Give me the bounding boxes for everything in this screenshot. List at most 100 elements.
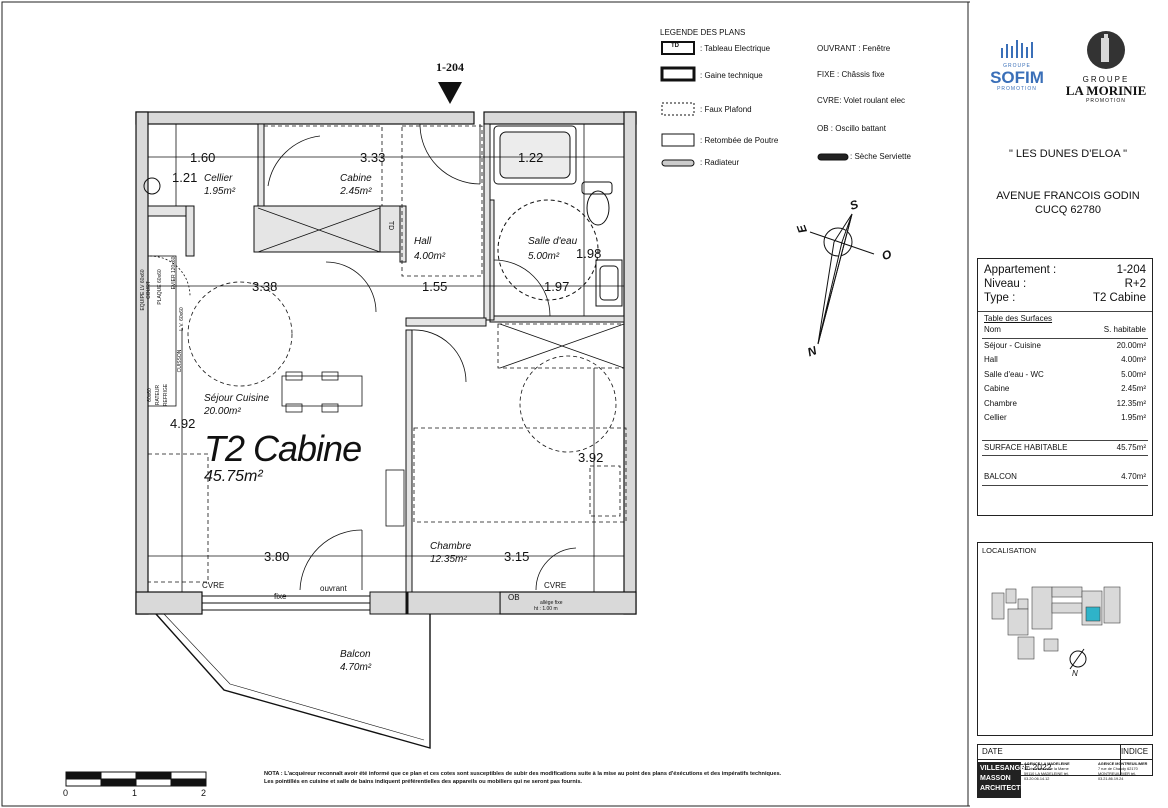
legend-symbols xyxy=(660,41,849,167)
floor-plan xyxy=(1,1,970,807)
sofim-bars-icon xyxy=(1001,40,1033,58)
project-address-1: AVENUE FRANCOIS GODIN xyxy=(996,190,1140,202)
kitchen-tag-lv: EQUIPE LV 60x60 COURT xyxy=(140,269,152,311)
apartment-total-area: 45.75m² xyxy=(204,468,263,485)
dimension-lines xyxy=(148,124,624,592)
kitchen-tag-cuisson: CUISSON xyxy=(177,349,183,373)
ob-tag: OB xyxy=(508,593,520,602)
dim-1-21: 1.21 xyxy=(172,170,198,185)
dim-3-92: 3.92 xyxy=(578,450,604,465)
apartment-type-label: T2 Cabine xyxy=(204,428,362,469)
info-row: Niveau :R+2 xyxy=(984,278,1146,290)
dim-1-97: 1.97 xyxy=(544,279,570,294)
fridge-tag-1: 60x60 xyxy=(147,388,153,402)
site-map xyxy=(991,586,1121,670)
disclaimer-note: NOTA : L'acquéreur reconnaît avoir été i… xyxy=(264,771,782,785)
dim-1-60: 1.60 xyxy=(190,150,216,165)
scale-bar xyxy=(65,771,207,787)
fridge-tag-2: RATEUR xyxy=(155,384,161,406)
date-label: DATE xyxy=(978,745,1121,760)
apartment-info-panel: Appartement :1-204 Niveau :R+2 Type :T2 … xyxy=(977,258,1153,516)
cvre-tag-2: CVRE xyxy=(544,581,567,590)
unit-highlight xyxy=(1085,606,1101,622)
sofim-logo: GROUPE SOFIM PROMOTION xyxy=(984,38,1050,92)
localisation-panel: LOCALISATION N xyxy=(977,542,1153,736)
dim-3-38: 3.38 xyxy=(252,279,278,294)
entrance-marker xyxy=(438,82,462,104)
bed-outline xyxy=(413,355,627,523)
bathroom-fixtures xyxy=(143,125,623,307)
dim-1-55: 1.55 xyxy=(422,279,448,294)
dim-3-15: 3.15 xyxy=(504,549,530,564)
td-plan-tag: TD xyxy=(387,220,395,231)
kitchen-tag-evier: EVIER 120x60 xyxy=(171,256,177,290)
legend-fixe: FIXE : Châssis fixe xyxy=(817,70,885,79)
legend-cvre: CVRE: Volet roulant elec xyxy=(817,96,906,105)
dim-4-92: 4.92 xyxy=(170,416,196,431)
bottom-windows xyxy=(201,591,501,615)
la-morinie-emblem-icon xyxy=(1087,31,1125,69)
doors xyxy=(149,123,577,591)
allege-tag: allège fixe xyxy=(540,600,563,606)
cvre-tag-1: CVRE xyxy=(202,581,225,590)
legend-ouvrant: OUVRANT : Fenêtre xyxy=(817,44,891,53)
info-row: Appartement :1-204 xyxy=(984,264,1146,276)
outer-walls xyxy=(135,111,637,615)
ouvrant-tag: ouvrant xyxy=(320,584,347,593)
fridge-tag-3: REFRIGE xyxy=(163,383,169,407)
dim-1-22: 1.22 xyxy=(518,150,544,165)
legend-retombee: : Retombée de Poutre xyxy=(700,136,779,145)
compass-rose xyxy=(809,213,875,345)
fixe-tag: fixe xyxy=(274,592,287,601)
unit-marker: 1-204 xyxy=(436,60,464,74)
localisation-title: LOCALISATION xyxy=(982,546,1037,555)
architect-office-1: AGENCE LA MADELEINE 18 bis avenue de la … xyxy=(1024,762,1070,781)
site-map-north: N xyxy=(1072,669,1078,678)
scale-label-2: 2 xyxy=(201,788,207,798)
page-frame xyxy=(1,1,970,807)
surfaces-title: Table des Surfaces xyxy=(984,314,1053,323)
kitchen-counter xyxy=(147,255,405,583)
project-name: " LES DUNES D'ELOA " xyxy=(1008,148,1128,160)
legend-faux-plafond: : Faux Plafond xyxy=(700,105,752,114)
legend-seche-serviette: : Sèche Serviette xyxy=(850,152,911,161)
architect-logo: VILLESANGE MASSON ARCHITECTURE xyxy=(977,762,1035,798)
dim-3-33: 3.33 xyxy=(360,150,386,165)
legend-title: LEGENDE DES PLANS xyxy=(660,28,746,37)
info-row: Type :T2 Cabine xyxy=(984,292,1146,304)
kitchen-tag-lv60: L.V. 60x60 xyxy=(179,307,185,331)
indice-label: INDICE xyxy=(1117,745,1152,760)
ht-tag: ht : 1.00 m xyxy=(534,606,558,612)
td-tag: TD xyxy=(671,43,679,49)
dim-1-98: 1.98 xyxy=(576,246,602,261)
balcony xyxy=(155,613,431,749)
legend-radiateur: : Radiateur xyxy=(700,158,740,167)
scale-label-1: 1 xyxy=(132,788,138,798)
dim-3-80: 3.80 xyxy=(264,549,290,564)
legend-gaine: : Gaine technique xyxy=(700,71,763,80)
kitchen-tag-plaque: PLAQUE 60x60 xyxy=(157,269,163,305)
architect-office-2: AGENCE MONTREUIL/MER 7 rue de Chaudy 621… xyxy=(1098,762,1148,781)
cross-boxes xyxy=(257,207,625,369)
project-address-2: CUCQ 62780 xyxy=(1034,204,1102,216)
scale-label-0: 0 xyxy=(63,788,69,798)
faux-plafond-area xyxy=(263,125,625,369)
la-morinie-logo: GROUPE LA MORINIE PROMOTION xyxy=(1056,30,1156,104)
legend-tableau-electrique: : Tableau Electrique xyxy=(700,44,771,53)
